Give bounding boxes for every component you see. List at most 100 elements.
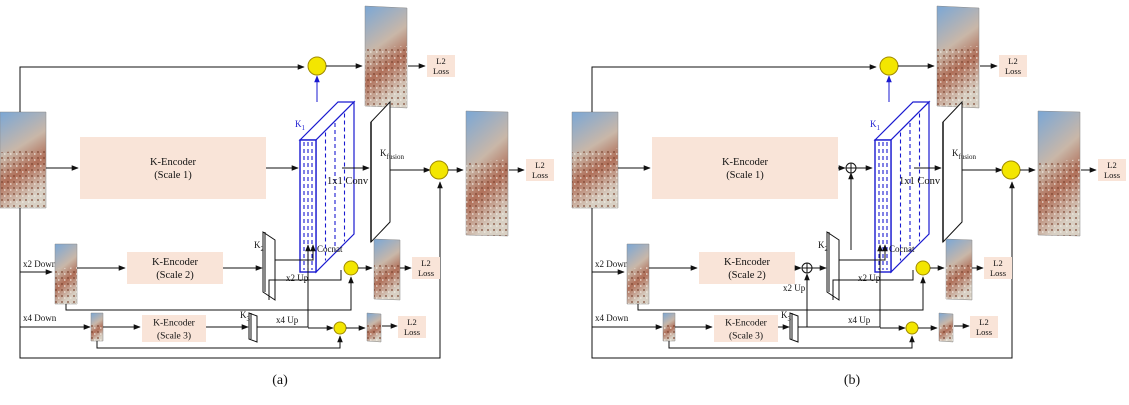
encoder-label: K-Encoder [152, 257, 199, 268]
image-buildings [627, 266, 649, 304]
x2-up-label: x2 Up [858, 273, 881, 283]
kernel-stack-k1 [298, 100, 356, 274]
encoder-label: K-Encoder [724, 257, 771, 268]
image-buildings [55, 266, 77, 304]
output-image-scale3 [366, 312, 382, 343]
loss-label: Loss [404, 327, 420, 337]
x4-up-label: x4 Up [848, 315, 871, 325]
image-buildings [946, 262, 972, 300]
kfusion-label: Kfusion [952, 148, 977, 161]
encoder-scale-label: (Scale 2) [728, 270, 766, 281]
loss-box [1098, 159, 1126, 181]
concat-label: Cocnat [889, 244, 915, 254]
conv-label: 1x1 Conv [327, 176, 369, 187]
image-buildings [365, 46, 407, 108]
kfusion-plate [942, 100, 963, 244]
k2-to-concat-arrow [839, 244, 888, 261]
loss-box [526, 159, 554, 181]
encoder-scale-label: (Scale 3) [729, 331, 763, 342]
encoder-box [714, 315, 778, 342]
encoder-box [652, 137, 838, 199]
image-buildings [374, 262, 400, 300]
loss-label: L2 [1107, 160, 1116, 170]
x4-skip-to-sum [96, 335, 343, 349]
loss-label: Loss [976, 327, 992, 337]
encoder-label: K-Encoder [150, 157, 197, 168]
loss-box [984, 257, 1012, 279]
kfusion-label: Kfusion [380, 148, 405, 161]
loss-box [398, 316, 426, 338]
image-buildings [466, 159, 508, 236]
output-image-scale1 [364, 5, 408, 109]
k3-to-concat-arrow [257, 244, 311, 328]
loss-label: L2 [421, 258, 430, 268]
loss-box [999, 55, 1027, 77]
output-image-scale3 [938, 312, 954, 343]
encoder-label: K-Encoder [725, 319, 768, 329]
loss-label: L2 [407, 317, 416, 327]
kernel-face [262, 231, 276, 301]
kernel-face [789, 312, 799, 343]
image-buildings [0, 148, 46, 208]
x2-skip-to-sum [65, 276, 354, 311]
concat-label: Cocnat [317, 244, 343, 254]
x2-down-label: x2 Down [23, 259, 57, 269]
loss-label: L2 [979, 317, 988, 327]
k2-to-concat-arrow [275, 244, 316, 261]
encoder-scale-label: (Scale 2) [156, 270, 194, 281]
image-buildings [367, 324, 381, 342]
x2-down-label: x2 Down [595, 259, 629, 269]
encoder-box [699, 252, 795, 284]
sum-circle-scale3 [905, 321, 919, 335]
loss-box [412, 257, 440, 279]
x4-down-label: x4 Down [595, 313, 629, 323]
panel-caption: (b) [844, 373, 861, 388]
loss-label: Loss [1104, 170, 1120, 180]
image-buildings [1038, 159, 1080, 236]
k1-label: K1 [870, 119, 881, 132]
loss-label: Loss [433, 66, 449, 76]
output-image-scale1 [936, 5, 980, 109]
loss-label: L2 [436, 56, 445, 66]
kfusion-plate [370, 100, 391, 244]
loss-label: Loss [418, 268, 434, 278]
loss-label: L2 [993, 258, 1002, 268]
kernel-face [248, 312, 258, 343]
panel-caption: (a) [272, 373, 288, 388]
x4-image [90, 312, 104, 342]
encoder-box [127, 252, 223, 284]
k2-branch [268, 270, 342, 300]
encoder-scale-label: (Scale 1) [154, 170, 192, 181]
x2-up-extra-label: x2 Up [783, 283, 806, 293]
loss-label: L2 [535, 160, 544, 170]
x4-up-label: x4 Up [276, 315, 299, 325]
output-image-scale2 [945, 238, 973, 301]
image-buildings [937, 46, 979, 108]
x2-up-label: x2 Up [286, 273, 309, 283]
x2-image [626, 243, 650, 305]
conv-label: 1x1 Conv [899, 176, 941, 187]
sum-circle-fused [429, 160, 449, 180]
output-image-fused [1037, 110, 1081, 237]
loss-label: L2 [1008, 56, 1017, 66]
image-buildings [91, 323, 103, 341]
x2-skip-to-sum [637, 276, 926, 311]
x4-down-label: x4 Down [23, 313, 57, 323]
encoder-label: K-Encoder [153, 319, 196, 329]
k2-label: K2 [254, 240, 265, 253]
loss-box [970, 316, 998, 338]
sum-circle-scale2 [915, 260, 931, 276]
loss-box [427, 55, 455, 77]
kernel-face [826, 231, 840, 301]
loss-label: Loss [1005, 66, 1021, 76]
k3-label: K3 [240, 310, 251, 323]
encoder-label: K-Encoder [722, 157, 769, 168]
kernel-k2 [262, 231, 276, 301]
skip-connection-top [19, 64, 305, 112]
output-image-fused [465, 110, 509, 237]
input-image [571, 111, 619, 209]
sum-circle-scale1 [879, 56, 899, 76]
k3-label: K3 [781, 310, 792, 323]
